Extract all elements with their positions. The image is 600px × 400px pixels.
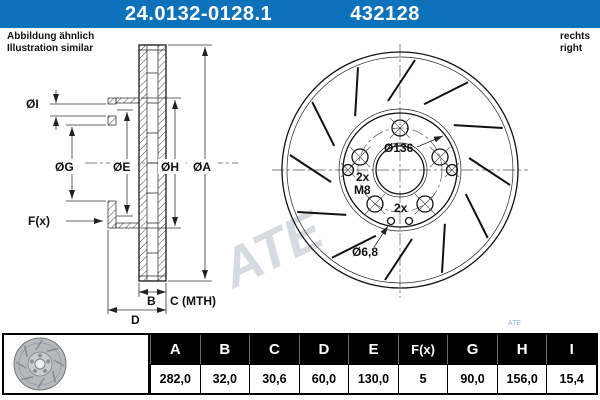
hat-wall-bottom: [115, 222, 140, 229]
table-value-c: 30,6: [249, 364, 299, 393]
leader-dia136: [416, 135, 444, 148]
label-m8: M8: [354, 183, 371, 197]
ext-lines-e: [117, 109, 133, 217]
flange-section: [107, 200, 117, 229]
ext-lines-h: [141, 97, 181, 229]
label-pin-qty: 2x: [394, 201, 408, 215]
ate-watermark: ATE: [210, 199, 333, 300]
hat-edge: [338, 108, 462, 232]
label-bg: [190, 159, 218, 174]
table-header-h: H: [496, 335, 547, 364]
label-m8-qty: 2x: [356, 170, 370, 184]
table-value-i: 15,4: [546, 364, 596, 393]
fine-print: ATE: [508, 320, 521, 327]
table-value-d: 60,0: [298, 364, 349, 393]
technical-drawing: ATE ØI ØG ØE ØH ØA F(x) B C (MTH) D: [26, 44, 528, 327]
hat-wall-top: [115, 97, 140, 104]
flange-section: [107, 97, 117, 105]
table-value-g: 90,0: [447, 364, 497, 393]
ext-lines-bd: [107, 230, 167, 314]
table-value-b: 32,0: [199, 364, 250, 393]
disc-outer-chamfer: [286, 56, 514, 284]
part-number: 24.0132-0128.1: [125, 2, 273, 25]
side-note: rechts right: [560, 31, 590, 55]
vent-vanes: [139, 49, 166, 277]
table-header-b: B: [199, 335, 250, 364]
catalog-number: 432128: [350, 2, 420, 25]
thumbnail-bolt-holes: [29, 353, 51, 373]
dim-label-g: ØG: [55, 160, 74, 174]
table-value-a: 282,0: [150, 364, 200, 393]
center-bore: [375, 145, 425, 195]
label-bg: [158, 159, 186, 174]
table-value-h: 156,0: [496, 364, 547, 393]
label-bg: [110, 159, 138, 174]
disc-outer-edge: [281, 51, 519, 289]
side-note-de: rechts: [559, 31, 590, 42]
table-header-f: F(x): [397, 335, 448, 364]
dim-label-h: ØH: [161, 160, 179, 174]
side-note-en: right: [559, 43, 583, 54]
ext-lines-i: [50, 103, 106, 117]
table-value-e: 130,0: [348, 364, 398, 393]
label-pin-dia: Ø6,8: [352, 245, 378, 259]
dim-label-e: ØE: [113, 160, 130, 174]
label-bg: [52, 159, 80, 174]
dim-label-d: D: [131, 313, 140, 327]
bolt-hole-crosses: [349, 117, 451, 215]
table-header-a: A: [150, 335, 200, 364]
disc-slots: [289, 59, 511, 281]
table-header-c: C: [249, 335, 299, 364]
flange-section: [107, 115, 117, 126]
dim-label-c: C (MTH): [170, 294, 216, 308]
table-header-d: D: [298, 335, 349, 364]
dim-label-i: ØI: [26, 97, 39, 111]
table-header-i: I: [546, 335, 596, 364]
wheel-bolt-holes: [351, 119, 449, 213]
m8-holes: [341, 163, 459, 177]
title-bar: 24.0132-0128.1 432128: [0, 0, 600, 28]
center-bore-chamfer: [372, 142, 428, 198]
label-dia136: Ø136: [384, 141, 414, 155]
ring-plate-left: [138, 44, 148, 282]
illustration-note-de: Abbildung ähnlich: [7, 31, 95, 42]
m8-hole-crosses: [340, 162, 460, 178]
table-header-g: G: [447, 335, 497, 364]
illustration-note-en: Illustration similar: [7, 43, 94, 54]
ext-lines-a: [168, 44, 212, 282]
pin-holes: [386, 216, 414, 226]
dim-label-f: F(x): [28, 214, 50, 228]
brake-disc-thumbnail: [13, 337, 67, 391]
table-header-e: E: [348, 335, 398, 364]
ext-lines-g: [66, 124, 106, 202]
illustration-note: Abbildung ähnlich Illustration similar: [7, 31, 94, 55]
product-photo-cell: [4, 335, 150, 393]
dim-label-b: B: [147, 294, 156, 308]
dim-label-a: ØA: [193, 160, 211, 174]
table-value-f: 5: [397, 364, 448, 393]
leader-pin-dia: [373, 225, 389, 248]
dimension-table: A B C D E F(x) G H I 282,0 32,0 30,6 60,…: [2, 333, 598, 395]
